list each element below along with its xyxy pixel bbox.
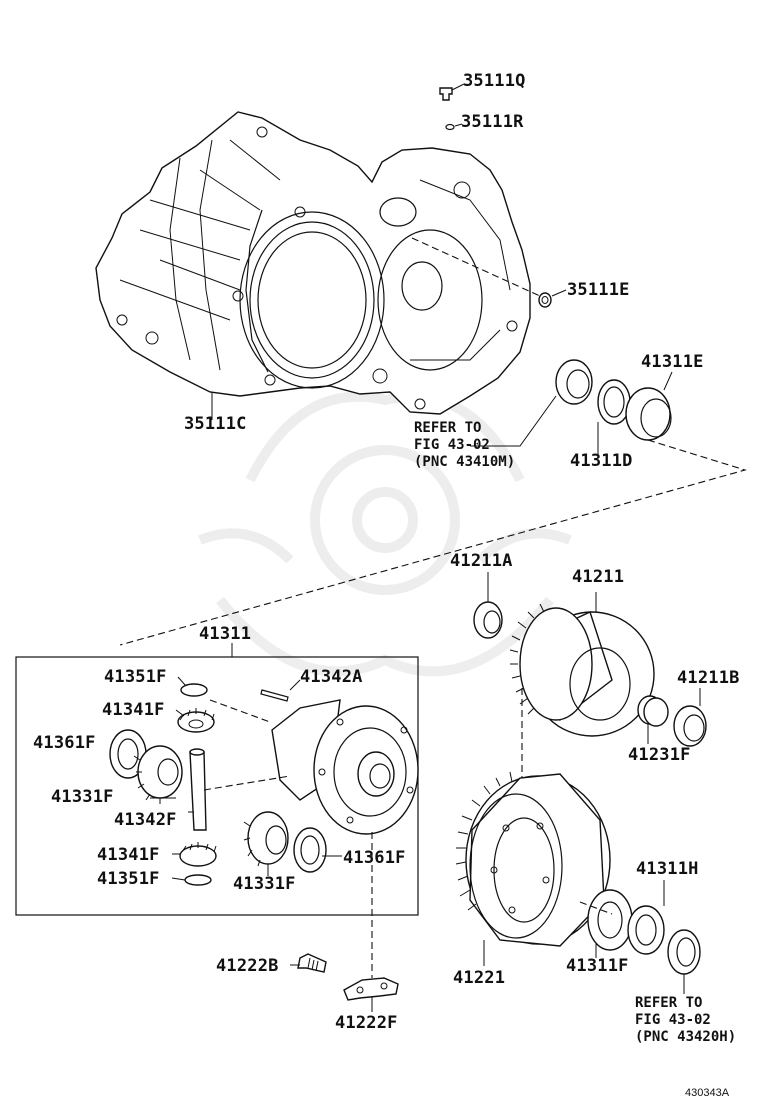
figure-number: 430343A: [685, 1087, 730, 1099]
label-41342a: 41342A: [300, 667, 363, 687]
bearing-41311f: [587, 889, 633, 951]
label-41331f-bottom: 41331F: [233, 874, 296, 894]
label-41341f-top: 41341F: [102, 700, 165, 720]
dashline-housing-plug: [411, 237, 541, 297]
side-gear-41331f-bottom: [243, 811, 289, 867]
label-41231f: 41231F: [628, 745, 691, 765]
bearing-race-41311e: [625, 387, 672, 441]
refer-bottom-line1: REFER TO: [635, 995, 703, 1011]
bearing-41231f: [637, 695, 669, 727]
washer-41351f-top: [180, 683, 208, 697]
label-41311e: 41311E: [641, 352, 704, 372]
label-41222b: 41222B: [216, 956, 279, 976]
label-41211: 41211: [572, 567, 625, 587]
label-41311d: 41311D: [570, 451, 633, 471]
refer-note-top: REFER TO FIG 43-02 (PNC 43410M): [414, 420, 515, 471]
label-41351f-bottom: 41351F: [97, 869, 160, 889]
label-41341f-bottom: 41341F: [97, 845, 160, 865]
ring-gear-41221: [455, 771, 611, 947]
refer-top-line3: (PNC 43410M): [414, 454, 516, 470]
label-41311f: 41311F: [566, 956, 629, 976]
shim-41311d: [597, 379, 631, 425]
refer-note-bottom: REFER TO FIG 43-02 (PNC 43420H): [635, 995, 736, 1046]
label-35111r: 35111R: [461, 112, 524, 132]
label-41211b: 41211B: [677, 668, 740, 688]
pin-41342a: [260, 689, 289, 702]
label-41211a: 41211A: [450, 551, 513, 571]
plug-35111e: [538, 292, 552, 308]
label-35111c: 35111C: [184, 414, 247, 434]
parking-gear-41211: [509, 603, 655, 737]
label-41361f-right: 41361F: [343, 848, 406, 868]
refer-top-line1: REFER TO: [414, 420, 482, 436]
label-41361f-left: 41361F: [33, 733, 96, 753]
bolt-35111q: [439, 87, 453, 101]
bolt-41222b: [297, 953, 327, 973]
leader-35111q: [451, 83, 465, 91]
bearing-race-41211b: [673, 705, 707, 747]
differential-case: [271, 699, 419, 835]
label-41311h: 41311H: [636, 859, 699, 879]
ring-35111r: [445, 123, 455, 131]
label-41351f-top: 41351F: [104, 667, 167, 687]
label-41331f-left: 41331F: [51, 787, 114, 807]
pinion-gear-41341f-top: [177, 708, 215, 733]
label-41311: 41311: [199, 624, 252, 644]
bearing-race-lower: [667, 929, 701, 975]
label-35111q: 35111Q: [463, 71, 526, 91]
label-35111e: 35111E: [567, 280, 630, 300]
shim-41311h: [627, 905, 665, 955]
leader-refer-top: [470, 395, 557, 447]
label-41342f: 41342F: [114, 810, 177, 830]
lock-plate-41222f: [343, 977, 399, 1001]
refer-bottom-line2: FIG 43-02: [635, 1012, 711, 1028]
leader-41311e: [663, 371, 673, 391]
assembly-box-41311: [15, 656, 419, 916]
label-41221: 41221: [453, 968, 506, 988]
bearing-race-41211a: [473, 601, 503, 639]
oil-seal-upper: [555, 359, 593, 405]
pinion-gear-41341f-bottom: [179, 842, 217, 867]
label-41222f: 41222F: [335, 1013, 398, 1033]
refer-bottom-line3: (PNC 43420H): [635, 1029, 737, 1045]
washer-41361f-right: [293, 827, 327, 873]
shaft-41342f: [189, 751, 207, 831]
watermark-logo: [198, 391, 572, 677]
transaxle-housing: [95, 111, 531, 415]
leader-35111e: [551, 289, 567, 297]
leader-35111r: [454, 123, 463, 127]
washer-41351f-bottom: [184, 874, 212, 886]
dashline-assembly: [119, 439, 747, 646]
refer-top-line2: FIG 43-02: [414, 437, 490, 453]
